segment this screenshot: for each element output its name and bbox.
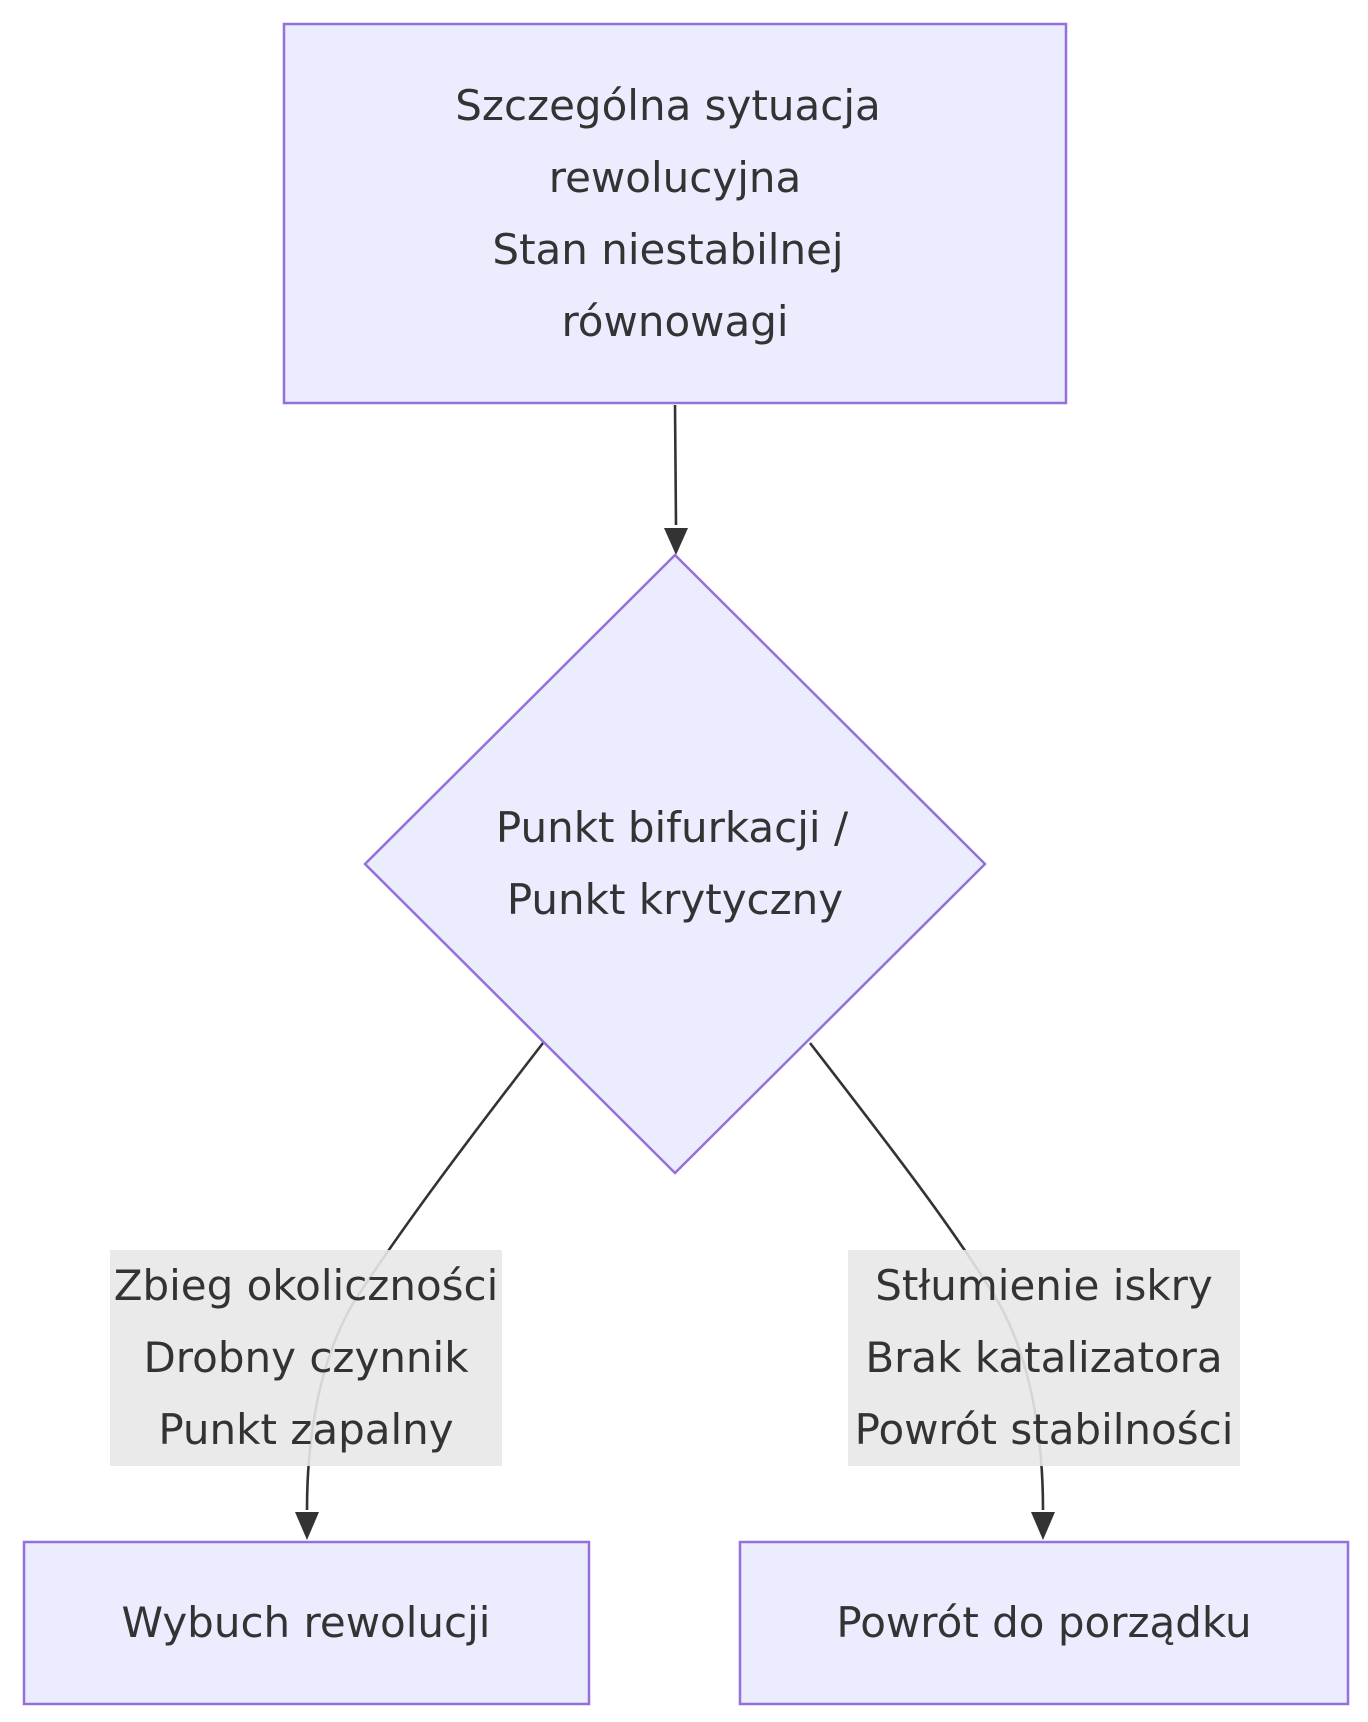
node-order-box <box>738 1540 1350 1706</box>
node-start-line-4: równowagi <box>561 297 788 346</box>
node-revolution-label: Wybuch rewolucji <box>122 1598 491 1647</box>
node-decision-line-2: Punkt krytyczny <box>507 875 843 924</box>
edge-label-right-line-1: Stłumienie iskry <box>875 1261 1213 1310</box>
arrowhead-order <box>1031 1512 1055 1540</box>
edge-label-right: Stłumienie iskry Brak katalizatora Powró… <box>848 1250 1240 1466</box>
edge-label-left-line-3: Punkt zapalny <box>158 1405 453 1454</box>
node-start-line-1: Szczególna sytuacja <box>455 81 880 130</box>
node-revolution-box <box>22 1540 591 1706</box>
node-order-label: Powrót do porządku <box>836 1598 1251 1647</box>
edge-label-left: Zbieg okoliczności Drobny czynnik Punkt … <box>110 1250 502 1466</box>
edge-label-left-bg <box>110 1250 502 1466</box>
node-decision: Punkt bifurkacji / Punkt krytyczny <box>363 553 987 1175</box>
node-decision-diamond <box>363 553 987 1175</box>
edge-label-right-line-3: Powrót stabilności <box>855 1405 1234 1454</box>
node-start-line-3: Stan niestabilnej <box>492 225 843 274</box>
arrowhead-decision <box>664 528 688 555</box>
arrowhead-revolution <box>295 1512 319 1540</box>
node-decision-line-1: Punkt bifurkacji / <box>496 803 849 852</box>
edge-label-right-bg <box>848 1250 1240 1466</box>
node-order: Powrót do porządku <box>738 1540 1350 1706</box>
edge-label-left-line-2: Drobny czynnik <box>143 1333 469 1382</box>
edge-start-to-decision <box>673 404 678 526</box>
node-start: Szczególna sytuacja rewolucyjna Stan nie… <box>282 22 1068 405</box>
node-start-line-2: rewolucyjna <box>549 153 802 202</box>
node-start-box <box>282 22 1068 405</box>
edge-label-right-line-2: Brak katalizatora <box>865 1333 1222 1382</box>
node-revolution: Wybuch rewolucji <box>22 1540 591 1706</box>
edge-label-left-line-1: Zbieg okoliczności <box>114 1261 499 1310</box>
